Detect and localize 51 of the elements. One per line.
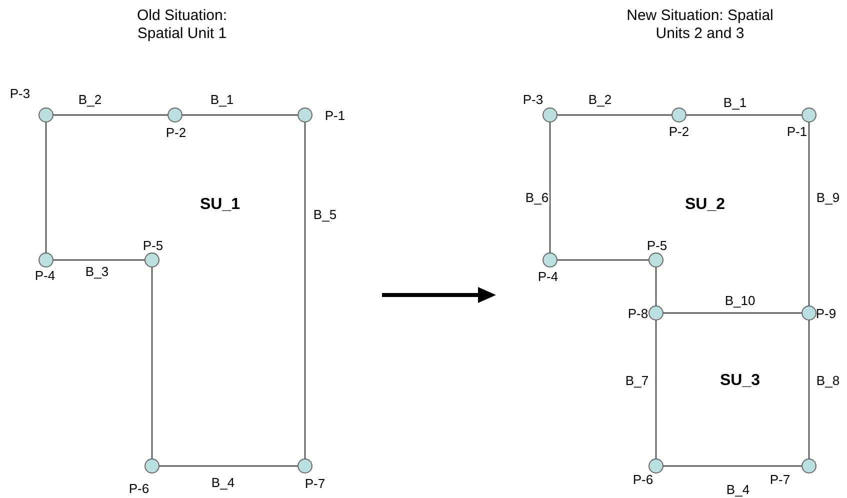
point-label: P-2 [166, 126, 186, 140]
panel-heading: New Situation: Spatial Units 2 and 3 [626, 7, 774, 43]
point-label: P-3 [522, 92, 544, 108]
point-label: P-5 [142, 238, 164, 254]
point-label: P-7 [770, 472, 790, 488]
boundary-line [655, 320, 657, 459]
point-label: P-5 [646, 238, 668, 254]
point-label: P-3 [10, 86, 30, 102]
boundary-line [53, 259, 145, 261]
boundary-line [808, 320, 810, 459]
point-label: P-1 [324, 108, 346, 124]
boundary-line [45, 122, 47, 253]
unit-label: SU_2 [684, 196, 726, 214]
boundary-line [686, 114, 802, 116]
edge-label: B_8 [815, 374, 841, 388]
boundary-line [151, 267, 153, 459]
unit-label: SU_1 [200, 196, 240, 214]
boundary-line [557, 114, 672, 116]
edge-label: B_3 [84, 264, 110, 280]
edge-label: B_10 [724, 294, 756, 308]
boundary-line [663, 465, 802, 467]
edge-label: B_2 [587, 92, 613, 108]
edge-label: B_1 [209, 92, 235, 108]
edge-label: B_1 [722, 96, 748, 110]
edge-label: B_2 [77, 92, 103, 108]
boundary-line [182, 114, 298, 116]
boundary-line [53, 114, 168, 116]
point-label: P-9 [816, 306, 836, 322]
boundary-line [304, 122, 306, 459]
edge-label: B_5 [312, 208, 338, 222]
point-label: P-4 [34, 268, 56, 284]
edge-label: B_7 [624, 374, 650, 388]
edge-label: B_4 [725, 482, 751, 498]
point-label: P-1 [786, 124, 808, 140]
edge-label: B_4 [210, 476, 236, 490]
boundary-line [808, 122, 810, 306]
boundary-line [655, 267, 657, 306]
boundary-line [663, 312, 802, 314]
panel-heading: Old Situation: Spatial Unit 1 [136, 7, 228, 43]
point-label: P-8 [628, 306, 648, 322]
point-label: P-6 [128, 482, 150, 496]
point-label: P-4 [538, 270, 558, 284]
point-label: P-2 [668, 124, 690, 140]
boundary-line [549, 122, 551, 253]
point-label: P-6 [632, 472, 654, 488]
edge-label: B_9 [815, 190, 841, 206]
point-label: P-7 [304, 476, 326, 492]
boundary-line [159, 465, 298, 467]
boundary-line [557, 259, 649, 261]
unit-label: SU_3 [720, 372, 760, 390]
edge-label: B_6 [524, 190, 550, 206]
